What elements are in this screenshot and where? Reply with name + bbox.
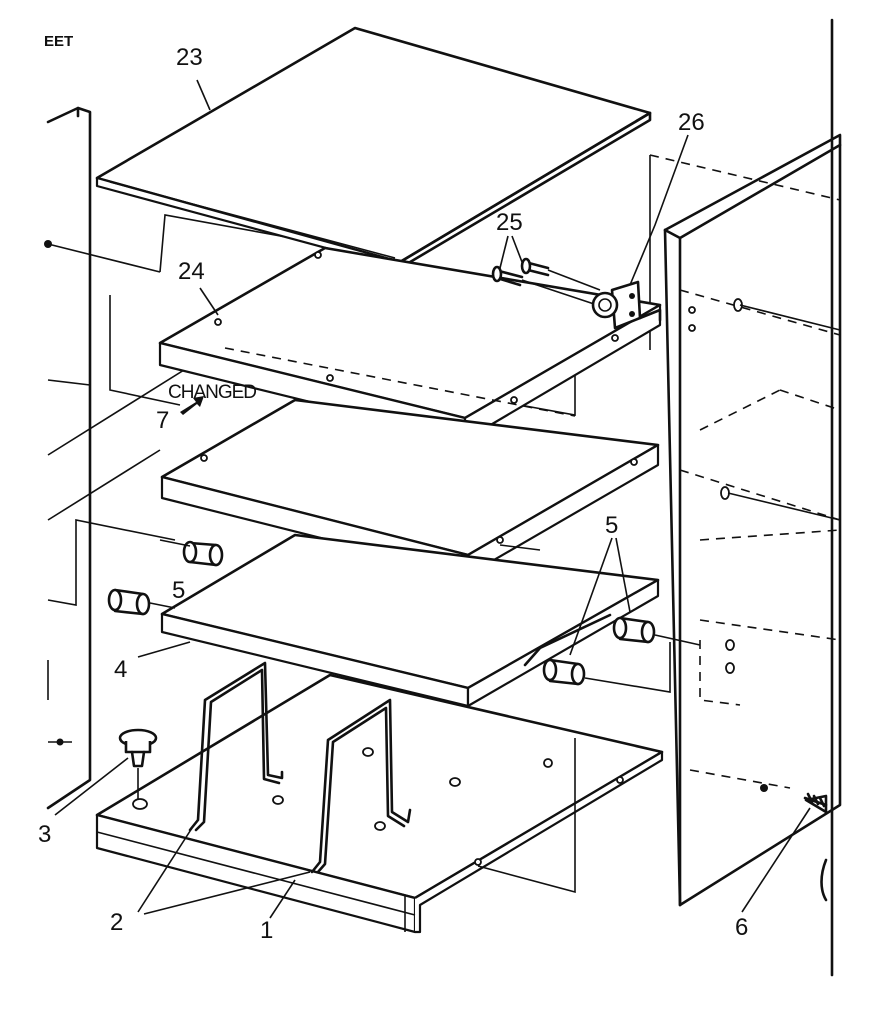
support-pin-lower-right <box>542 658 586 686</box>
label-part-25: 25 <box>496 209 523 236</box>
upper-shelf <box>158 246 662 442</box>
support-pin-upper-right <box>612 616 656 644</box>
wire-bracket-right <box>310 698 412 874</box>
middle-shelf <box>160 398 660 577</box>
label-part-3: 3 <box>38 821 51 848</box>
label-part-2: 2 <box>110 909 123 936</box>
sheet-corner-text: EET <box>44 33 73 50</box>
support-pin-lower-left <box>107 588 151 616</box>
label-part-26: 26 <box>678 109 705 136</box>
label-part-23: 23 <box>176 44 203 71</box>
part-labels: 23 24 25 26 CHANGED 7 5 5 4 3 2 1 6 <box>38 44 748 944</box>
lower-shelf <box>160 533 660 708</box>
left-side-panel <box>44 106 331 810</box>
leader-lines <box>54 79 811 919</box>
label-part-1: 1 <box>260 917 273 944</box>
screw <box>760 784 828 814</box>
plastic-plug <box>118 728 158 800</box>
label-part-5-left: 5 <box>172 577 185 604</box>
support-pin-upper-left <box>182 540 224 567</box>
lock-hinge <box>591 280 662 330</box>
right-side-panel <box>519 18 842 977</box>
label-part-24: 24 <box>178 258 205 285</box>
label-part-4: 4 <box>114 656 127 683</box>
changed-arrow-icon <box>180 396 204 415</box>
base <box>95 673 664 934</box>
label-part-6: 6 <box>735 914 748 941</box>
wire-bracket-left <box>188 661 284 832</box>
label-part-5-right: 5 <box>605 512 618 539</box>
label-part-7: 7 <box>156 407 169 434</box>
screw-pair <box>491 257 601 307</box>
changed-annotation: CHANGED <box>168 382 256 403</box>
